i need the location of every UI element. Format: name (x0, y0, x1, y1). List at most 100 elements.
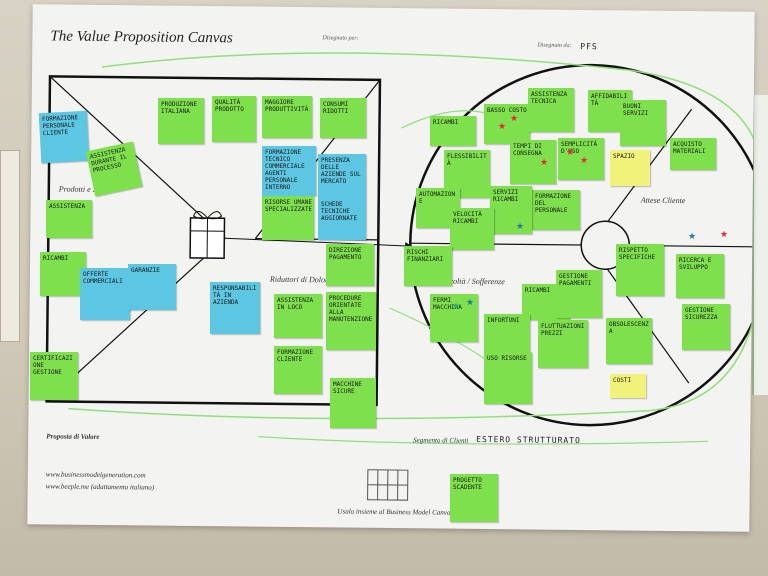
footer-url-1: www.businessmodelgeneration.com (45, 470, 146, 480)
sticky-note[interactable]: ASSISTENZA DURANTE IL PROCESSO (85, 141, 143, 197)
sticky-note-text: SPAZIO (613, 153, 635, 160)
right-wall-paper (752, 95, 768, 395)
blue-star-icon: ★ (466, 297, 475, 307)
blue-star-icon: ★ (516, 221, 525, 231)
sticky-note-text: GESTIONE PAGAMENTI (559, 273, 592, 287)
sticky-note-text: VELOCITÀ RICAMBI (453, 211, 482, 225)
sticky-note[interactable]: SERVIZI RICAMBI (490, 186, 532, 234)
sticky-note-text: COSTI (613, 377, 632, 384)
sticky-note[interactable]: DIREZIONE PAGAMENTO (326, 244, 374, 286)
sticky-note-text: RICAMBI (525, 287, 551, 294)
sticky-note-text: SEMPLICITÀ D'USO (561, 141, 598, 155)
sticky-note[interactable]: RESPONSABILITÀ IN AZIENDA (210, 282, 260, 334)
sticky-note[interactable]: BUONI SERVIZI (620, 100, 666, 146)
sticky-note-text: PROCEDURE ORIENTATE ALLA MANUTENZIONE (329, 295, 373, 323)
sticky-note-text: QUALITÀ PRODOTTO (215, 99, 244, 113)
sticky-note[interactable]: FLUTTUAZIONI PREZZI (538, 320, 588, 368)
sticky-note[interactable]: RICAMBI (40, 252, 86, 296)
sticky-note-text: GESTIONE SICUREZZA (685, 307, 718, 321)
sticky-note[interactable]: CERTIFICAZIONE GESTIONE (30, 352, 78, 400)
red-star-icon: ★ (498, 121, 507, 131)
sticky-note-text: ASSISTENZA (49, 203, 86, 210)
sticky-note[interactable]: ASSISTENZA TECNICA (528, 88, 574, 132)
sticky-note-text: OBSOLESCENZA (609, 321, 649, 335)
sticky-note-text: RISCHI FINANZIARI (407, 249, 444, 263)
sticky-note[interactable]: GESTIONE PAGAMENTI (556, 270, 602, 318)
sticky-note-text: RISPETTO SPECIFICHE (619, 247, 656, 261)
footer-url-2: www.beeple.me (adattamento italiano) (45, 482, 155, 492)
sticky-note[interactable]: ASSISTENZA (46, 200, 92, 238)
sticky-note-text: SCHEDE TECNICHE AGGIORNATE (321, 201, 358, 222)
sticky-note-text: USO RISORSE (487, 355, 527, 362)
sticky-note[interactable]: PRODUZIONE ITALIANA (158, 98, 204, 144)
blue-star-icon: ★ (688, 231, 697, 241)
sticky-note[interactable]: GESTIONE SICUREZZA (682, 304, 730, 350)
sticky-note[interactable]: FERMI MACCHINA (430, 294, 478, 342)
sticky-note-text: OFFERTE COMMERCIALI (83, 271, 123, 285)
sticky-note[interactable]: PROCEDURE ORIENTATE ALLA MANUTENZIONE (326, 292, 376, 350)
sticky-note-text: PRODUZIONE ITALIANA (161, 101, 198, 115)
sticky-note[interactable]: FORMAZIONE CLIENTE (274, 346, 322, 394)
sticky-note-text: BASSO COSTO (487, 107, 527, 114)
red-star-icon: ★ (580, 155, 589, 165)
pain-relievers-label: Riduttori di Dolori (269, 274, 331, 285)
red-star-icon: ★ (566, 147, 575, 157)
sticky-note[interactable]: RISPETTO SPECIFICHE (616, 244, 664, 296)
sticky-note-text: AFFIDABILITÀ (591, 93, 628, 107)
sticky-note[interactable]: QUALITÀ PRODOTTO (212, 96, 256, 142)
gains-label: Attese Cliente (640, 195, 686, 206)
sticky-note[interactable]: CONSUMI RIDOTTI (320, 98, 366, 138)
sticky-note-text: RICAMBI (433, 119, 459, 126)
sticky-note-text: RICERCA E SVILUPPO (679, 257, 712, 271)
sticky-note[interactable]: RISCHI FINANZIARI (404, 246, 452, 286)
sticky-note-text: DIREZIONE PAGAMENTO (329, 247, 362, 261)
red-star-icon: ★ (720, 229, 729, 239)
sticky-note-text: CONSUMI RIDOTTI (323, 101, 349, 115)
sticky-note[interactable]: TEMPI DI CONSEGNA (510, 140, 556, 184)
sticky-note-text: FORMAZIONE CLIENTE (277, 349, 314, 363)
sticky-note[interactable]: PROGETTO SCADENTE (450, 474, 498, 522)
sticky-note[interactable]: MAGGIORE PRODUTTIVITÀ (262, 96, 312, 138)
sticky-note[interactable]: VELOCITÀ RICAMBI (450, 208, 494, 250)
sticky-note-text: ASSISTENZA IN LOCO (277, 297, 314, 311)
sticky-note[interactable]: FORMAZIONE TECNICO COMMERCIALE AGENTI PE… (262, 146, 316, 196)
sticky-note-text: FORMAZIONE DEL PERSONALE (535, 193, 572, 214)
sticky-note-text: RESPONSABILITÀ IN AZIENDA (213, 285, 257, 306)
customer-segment-label: Segmento di Clienti (413, 436, 469, 445)
sticky-note[interactable]: RISORSE UMANE SPECIALIZZATE (262, 196, 314, 240)
red-star-icon: ★ (540, 157, 549, 167)
left-wall-frame (0, 150, 20, 342)
sticky-note-text: BUONI SERVIZI (623, 103, 649, 117)
sticky-note[interactable]: OFFERTE COMMERCIALI (80, 268, 130, 320)
red-star-icon: ★ (510, 113, 519, 123)
sticky-note-text: ACQUISTO MATERIALI (673, 141, 706, 155)
sticky-note[interactable]: SEMPLICITÀ D'USO (558, 138, 604, 180)
sticky-note[interactable]: ASSISTENZA IN LOCO (274, 294, 322, 338)
sticky-note-text: ASSISTENZA TECNICA (531, 91, 568, 105)
sticky-note-text: INFORTUNI (487, 317, 520, 324)
sticky-note[interactable]: GARANZIE (128, 264, 176, 310)
footer-business-model-canvas: Usalo insieme al Business Model Canvas (337, 507, 454, 517)
green-star-icon: ★ (452, 301, 461, 311)
sticky-note[interactable]: BASSO COSTO (484, 104, 530, 144)
sticky-note-text: FLUTTUAZIONI PREZZI (541, 323, 585, 337)
sticky-note[interactable]: SPAZIO (610, 150, 650, 186)
sticky-note[interactable]: SCHEDE TECNICHE AGGIORNATE (318, 198, 366, 240)
sticky-note-text: PRESENZA DELLE AZIENDE SUL MERCATO (321, 157, 361, 185)
sticky-note[interactable]: PRESENZA DELLE AZIENDE SUL MERCATO (318, 154, 366, 198)
sticky-note[interactable]: OBSOLESCENZA (606, 318, 652, 364)
sticky-note[interactable]: FORMAZIONE PERSONALE CLIENTE (38, 110, 90, 164)
sticky-note[interactable]: COSTI (610, 374, 646, 398)
sticky-note[interactable]: RICERCA E SVILUPPO (676, 254, 724, 298)
sticky-note[interactable]: RICAMBI (430, 116, 476, 146)
sticky-note[interactable]: FORMAZIONE DEL PERSONALE (532, 190, 580, 230)
sticky-note-text: SERVIZI RICAMBI (493, 189, 519, 203)
sticky-note-text: MACCHINE SICURE (333, 381, 362, 395)
footer-value-proposition-label: Proposta di Valore (46, 432, 100, 441)
sticky-note-text: RICAMBI (43, 255, 69, 262)
sticky-note[interactable]: ACQUISTO MATERIALI (670, 138, 716, 170)
sticky-note[interactable]: MACCHINE SICURE (330, 378, 376, 428)
sticky-note-text: TEMPI DI CONSEGNA (513, 143, 542, 157)
sticky-note[interactable]: USO RISORSE (484, 352, 532, 404)
sticky-note-text: AUTOMAZIONE (419, 191, 456, 205)
